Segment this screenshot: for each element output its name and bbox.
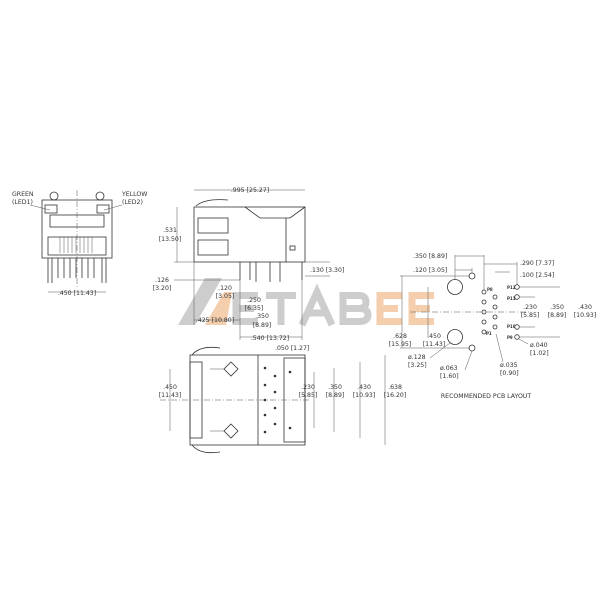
hole-128-mm: [3.25] <box>408 362 427 369</box>
yellow-led-label: YELLOW <box>121 191 147 198</box>
dim-120-mm: [3.05] <box>216 293 235 300</box>
pcb-dim-628: .628 <box>393 333 407 340</box>
hole-035: ø.035 <box>500 362 518 369</box>
watermark-logo <box>178 278 434 327</box>
dim-250: .250 <box>247 297 261 304</box>
top-view: .050 [1.27] .450 [11.43] .230 [5.85] .35… <box>159 345 407 454</box>
top-dim-350-mm: [8.89] <box>326 392 345 399</box>
pcb-dim-430: .430 <box>578 304 592 311</box>
front-width-dim: .450 [11.43] <box>58 290 96 297</box>
top-dim-450: .450 <box>163 384 177 391</box>
top-dim-230-mm: [5.85] <box>299 392 318 399</box>
front-view: GREEN (LED1) YELLOW (LED2) .450 [11.43] <box>12 190 147 297</box>
pcb-layout-title: RECOMMENDED PCB LAYOUT <box>441 393 531 400</box>
hole-040-mm: [1.02] <box>530 350 549 357</box>
pcb-dim-100: .100 [2.54] <box>520 272 554 279</box>
pcb-layout: P8 P1 P12 P11 P10 P9 .350 [8.89] .120 [3… <box>389 253 597 400</box>
pin-p8: P8 <box>487 287 493 292</box>
pin-length-dim: .126 <box>155 277 169 284</box>
green-led-label: GREEN <box>12 191 34 198</box>
side-view: .995 [25.27] .531 [13.50] .126 [3.20] .1… <box>153 187 345 342</box>
pcb-dim-450: .450 <box>427 333 441 340</box>
dim-350-mm: [8.89] <box>253 322 272 329</box>
dim-250-mm: [6.35] <box>245 305 264 312</box>
pcb-dim-230: .230 <box>523 304 537 311</box>
top-dim-350: .350 <box>328 384 342 391</box>
pcb-dim-290: .290 [7.37] <box>520 260 554 267</box>
side-height-dim-mm: [13.50] <box>159 236 182 243</box>
pcb-dim-450-mm: [11.43] <box>423 341 446 348</box>
pcb-dim-230-mm: [5.85] <box>521 312 540 319</box>
pin-p11: P11 <box>507 296 516 301</box>
pin-p1: P1 <box>486 331 492 336</box>
pin-p12: P12 <box>507 285 516 290</box>
standoff-dim: .130 [3.30] <box>310 267 344 274</box>
hole-063: ø.063 <box>440 365 458 372</box>
pin-p10: P10 <box>507 324 516 329</box>
dim-350: .350 <box>255 313 269 320</box>
yellow-led-sub: (LED2) <box>122 199 143 206</box>
dim-540: .540 [13.72] <box>251 335 289 342</box>
top-dim-430: .430 <box>357 384 371 391</box>
dim-425: .425 [10.80] <box>196 317 234 324</box>
pin-p9: P9 <box>507 335 513 340</box>
top-dim-638: .638 <box>388 384 402 391</box>
hole-040: ø.040 <box>530 342 548 349</box>
pcb-dim-430-mm: [10.93] <box>574 312 597 319</box>
side-length-dim: .995 [25.27] <box>231 187 269 194</box>
hole-128: ø.128 <box>408 354 426 361</box>
hole-063-mm: [1.60] <box>440 373 459 380</box>
pcb-dim-350b-mm: [8.89] <box>548 312 567 319</box>
green-led-sub: (LED1) <box>12 199 33 206</box>
top-dim-230: .230 <box>301 384 315 391</box>
top-dim-450-mm: [11.43] <box>159 392 182 399</box>
top-dim-050: .050 [1.27] <box>275 345 309 352</box>
pin-length-dim-mm: [3.20] <box>153 285 172 292</box>
pcb-dim-350b: .350 <box>550 304 564 311</box>
top-dim-638-mm: [16.20] <box>384 392 407 399</box>
pcb-dim-120: .120 [3.05] <box>413 267 447 274</box>
pcb-dim-628-mm: [15.95] <box>389 341 412 348</box>
top-dim-430-mm: [10.93] <box>353 392 376 399</box>
hole-035-mm: [0.90] <box>500 370 519 377</box>
pcb-dim-350: .350 [8.89] <box>413 253 447 260</box>
dim-120: .120 <box>218 285 232 292</box>
side-height-dim: .531 <box>163 227 177 234</box>
